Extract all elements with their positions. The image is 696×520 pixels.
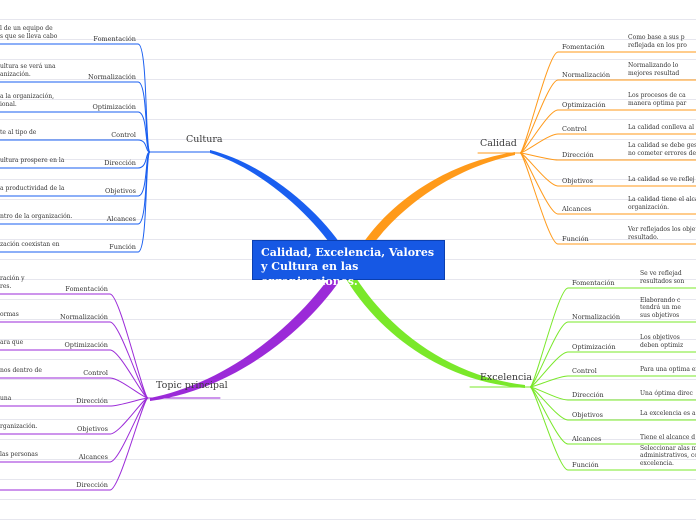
branch-title-calidad[interactable]: Calidad xyxy=(480,138,517,149)
cultura-connector-2 xyxy=(137,111,151,153)
topic-item-label[interactable]: Normalización xyxy=(59,313,108,321)
calidad-connector-4 xyxy=(519,152,559,161)
topic-connector-4 xyxy=(109,397,149,407)
topic-item-label[interactable]: Objetivos xyxy=(77,425,108,433)
calidad-connector-1 xyxy=(519,79,559,154)
calidad-connector-7 xyxy=(519,152,559,245)
calidad-item-label[interactable]: Normalización xyxy=(562,71,611,79)
topic-item-label[interactable]: Fomentación xyxy=(65,285,108,293)
calidad-connector-2 xyxy=(519,109,559,154)
calidad-item-label[interactable]: Objetivos xyxy=(562,177,593,185)
topic-connector-0 xyxy=(109,293,149,399)
topic-item-desc[interactable]: las personas xyxy=(0,450,38,458)
excelencia-item-label[interactable]: Alcances xyxy=(572,435,602,443)
calidad-item-desc[interactable]: Ver reflejados los objeti resultado. xyxy=(628,226,696,241)
excelencia-item-desc[interactable]: Elaborando c tendrá un me sus objetivos xyxy=(640,296,681,319)
topic-item-desc[interactable]: ara que xyxy=(0,338,24,346)
calidad-item-label[interactable]: Control xyxy=(562,125,587,133)
excelencia-connector-3 xyxy=(529,375,569,388)
calidad-item-label[interactable]: Alcances xyxy=(562,205,592,213)
topic-item-desc[interactable]: nos dentro de xyxy=(0,366,42,374)
topic-item-label[interactable]: Optimización xyxy=(64,341,108,349)
branch-line-excelencia xyxy=(342,268,525,388)
topic-item-label[interactable]: Dirección xyxy=(76,397,108,405)
excelencia-item-desc[interactable]: Los objetivos deben optimiz xyxy=(640,334,684,349)
cultura-item-label[interactable]: Función xyxy=(109,243,136,251)
topic-item-desc[interactable]: rganización. xyxy=(0,422,38,430)
calidad-connector-0 xyxy=(519,51,559,154)
calidad-item-desc[interactable]: Normalizando lo mejores resultad xyxy=(628,62,680,77)
cultura-connector-3 xyxy=(137,139,151,153)
cultura-connector-7 xyxy=(137,151,151,253)
topic-connector-7 xyxy=(109,397,149,491)
cultura-item-label[interactable]: Objetivos xyxy=(105,187,136,195)
excelencia-item-desc[interactable]: Una óptima direc xyxy=(640,389,693,397)
excelencia-connector-1 xyxy=(529,321,569,388)
topic-connector-2 xyxy=(109,349,149,399)
cultura-item-desc[interactable]: l de un equipo de s que se lleva cabo xyxy=(0,25,58,40)
excelencia-item-label[interactable]: Control xyxy=(572,367,597,375)
excelencia-item-label[interactable]: Función xyxy=(572,461,599,469)
excelencia-item-label[interactable]: Fomentación xyxy=(572,279,615,287)
calidad-item-label[interactable]: Fomentación xyxy=(562,43,605,51)
topic-item-label[interactable]: Alcances xyxy=(78,453,108,461)
topic-item-label[interactable]: Dirección xyxy=(76,481,108,489)
cultura-item-desc[interactable]: a productividad de la xyxy=(0,184,65,192)
calidad-item-desc[interactable]: La calidad se debe ges no cometer errore… xyxy=(628,142,696,157)
cultura-item-label[interactable]: Control xyxy=(111,131,136,139)
topic-item-desc[interactable]: ormas xyxy=(0,310,19,318)
topic-item-label[interactable]: Control xyxy=(83,369,108,377)
calidad-connector-6 xyxy=(519,152,559,215)
calidad-item-desc[interactable]: La calidad tiene el alca organización. xyxy=(628,196,696,211)
cultura-item-desc[interactable]: ultura se verá una anización. xyxy=(0,63,56,78)
calidad-item-label[interactable]: Dirección xyxy=(562,151,594,159)
branch-title-cultura[interactable]: Cultura xyxy=(186,134,223,145)
cultura-item-desc[interactable]: a la organización, ional. xyxy=(0,93,54,108)
calidad-connector-5 xyxy=(519,152,559,187)
cultura-item-label[interactable]: Optimización xyxy=(92,103,136,111)
excelencia-connector-5 xyxy=(529,386,569,421)
cultura-item-desc[interactable]: ntro de la organización. xyxy=(0,212,73,220)
excelencia-connector-6 xyxy=(529,386,569,445)
topic-connector-6 xyxy=(109,397,149,463)
calidad-item-desc[interactable]: La calidad conlleva al co xyxy=(628,123,696,131)
topic-connector-5 xyxy=(109,397,149,435)
excelencia-connector-2 xyxy=(529,351,569,388)
calidad-item-desc[interactable]: Los procesos de ca manera optima par xyxy=(628,92,687,107)
excelencia-connector-0 xyxy=(529,287,569,388)
excelencia-item-label[interactable]: Objetivos xyxy=(572,411,603,419)
calidad-item-label[interactable]: Función xyxy=(562,235,589,243)
topic-item-desc[interactable]: una xyxy=(0,394,12,402)
cultura-item-desc[interactable]: ultura prospere en la xyxy=(0,156,65,164)
excelencia-item-label[interactable]: Dirección xyxy=(572,391,604,399)
topic-connector-3 xyxy=(109,377,149,399)
excelencia-item-desc[interactable]: Tiene el alcance d xyxy=(640,433,696,441)
excelencia-item-label[interactable]: Normalización xyxy=(572,313,621,321)
excelencia-item-desc[interactable]: Seleccionar alas ma administrativos, co … xyxy=(640,444,696,467)
cultura-item-label[interactable]: Fomentación xyxy=(93,35,136,43)
excelencia-item-desc[interactable]: Se ve reflejad resultados son xyxy=(640,270,685,285)
excelencia-item-desc[interactable]: La excelencia es a xyxy=(640,409,696,417)
excelencia-item-label[interactable]: Optimización xyxy=(572,343,616,351)
excelencia-connector-7 xyxy=(529,386,569,471)
cultura-item-label[interactable]: Alcances xyxy=(106,215,136,223)
central-topic[interactable]: Calidad, Excelencia, Valores y Cultura e… xyxy=(252,240,445,288)
calidad-item-desc[interactable]: La calidad se ve reflej xyxy=(628,175,695,183)
cultura-item-label[interactable]: Dirección xyxy=(104,159,136,167)
cultura-item-desc[interactable]: te al tipo de xyxy=(0,128,37,136)
calidad-item-label[interactable]: Optimización xyxy=(562,101,606,109)
cultura-item-desc[interactable]: zación coexistan en xyxy=(0,240,60,248)
calidad-connector-3 xyxy=(519,133,559,154)
branch-title-excelencia[interactable]: Excelencia xyxy=(480,372,533,383)
excelencia-item-desc[interactable]: Para una optima exc xyxy=(640,365,696,373)
topic-item-desc[interactable]: ración y res. xyxy=(0,275,25,290)
cultura-item-label[interactable]: Normalización xyxy=(87,73,136,81)
calidad-item-desc[interactable]: Como base a sus p reflejada en los pro xyxy=(628,34,687,49)
branch-title-topic[interactable]: Topic principal xyxy=(156,380,228,391)
